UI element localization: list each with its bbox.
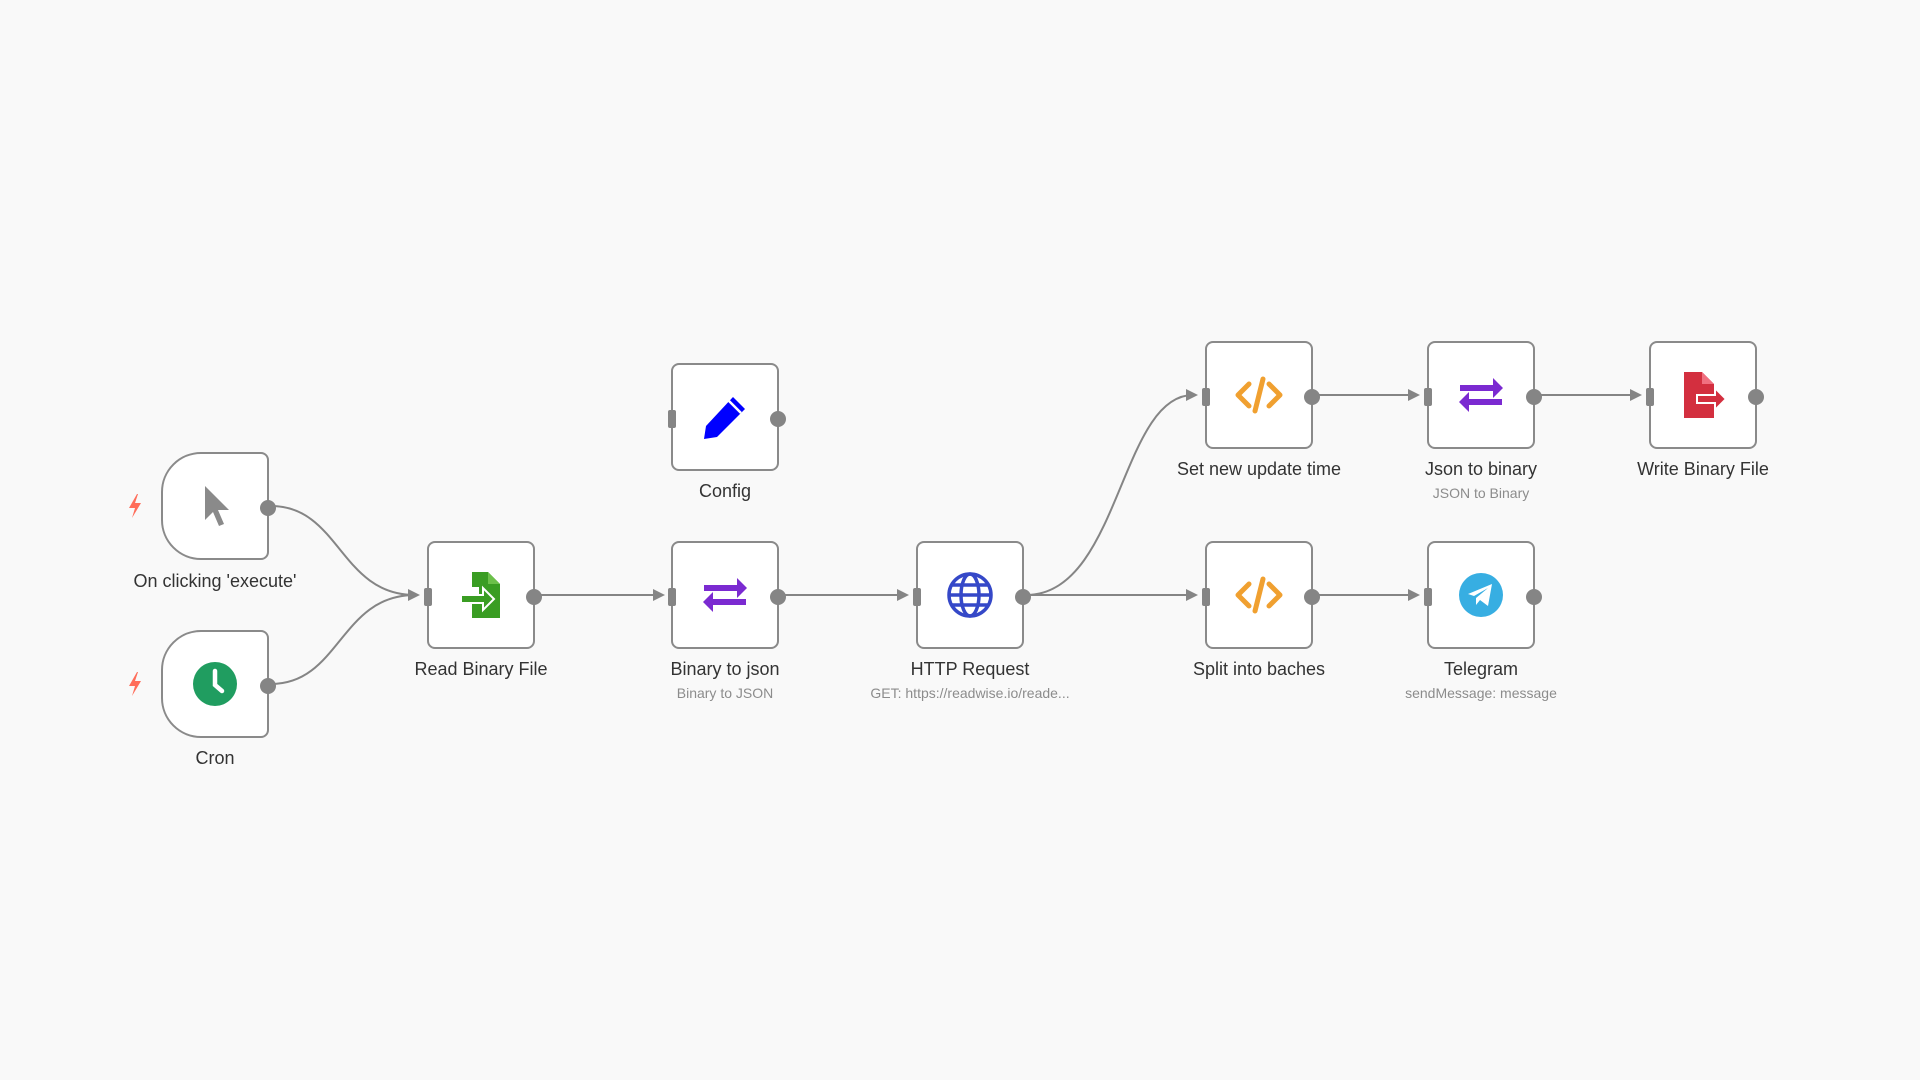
node-manual-trigger[interactable] [161,452,276,560]
trigger-bolt-icon[interactable] [126,493,144,519]
pencil-icon [704,397,745,439]
node-label: Cron [195,748,235,768]
output-handle[interactable] [526,589,542,605]
file-export-icon [1684,372,1728,418]
output-handle[interactable] [1304,589,1320,605]
node-set-new-update-time[interactable] [1202,341,1320,449]
connection-http-to-set-time[interactable] [1025,394,1194,596]
input-handle[interactable] [668,588,676,606]
node-binary-to-json[interactable] [668,541,786,649]
output-handle[interactable] [1526,389,1542,405]
input-handle[interactable] [668,410,676,428]
cursor-icon [205,486,229,526]
arrowhead-json-binary [1408,389,1420,401]
output-handle[interactable] [770,589,786,605]
input-handle[interactable] [1424,388,1432,406]
swap-arrows-icon [703,578,747,612]
node-label: Binary to json [670,659,780,679]
node-split-into-baches[interactable] [1202,541,1320,649]
output-handle[interactable] [1015,589,1031,605]
code-icon [1235,376,1283,414]
output-handle[interactable] [1304,389,1320,405]
node-label: Telegram [1443,659,1519,679]
node-config[interactable] [668,363,786,471]
swap-arrows-icon [1459,378,1503,412]
node-subtitle: Binary to JSON [676,685,774,701]
node-label: On clicking 'execute' [133,571,297,591]
arrowhead-telegram [1408,589,1420,601]
code-icon [1235,576,1283,614]
globe-icon [947,572,993,618]
input-handle[interactable] [1646,388,1654,406]
node-read-binary-file[interactable] [424,541,542,649]
node-label: Write Binary File [1637,459,1769,479]
node-telegram[interactable] [1424,541,1542,649]
node-subtitle: GET: https://readwise.io/reade... [870,685,1070,701]
node-label: HTTP Request [910,659,1030,679]
trigger-bolt-icon[interactable] [126,671,144,697]
input-handle[interactable] [1202,388,1210,406]
arrowhead-write [1630,389,1642,401]
node-subtitle: sendMessage: message [1405,685,1557,701]
node-subtitle: JSON to Binary [1432,485,1530,501]
output-handle[interactable] [770,411,786,427]
input-handle[interactable] [1424,588,1432,606]
node-cron[interactable] [161,630,276,738]
output-handle[interactable] [260,500,276,516]
node-json-to-binary[interactable] [1424,341,1542,449]
node-label: Config [698,481,752,501]
node-label: Split into baches [1192,659,1326,679]
arrowhead-read [408,589,420,601]
input-handle[interactable] [424,588,432,606]
file-import-icon [460,572,500,618]
output-handle[interactable] [1748,389,1764,405]
arrowhead-set-time [1186,389,1198,401]
node-write-binary-file[interactable] [1646,341,1764,449]
node-label: Set new update time [1176,459,1342,479]
node-http-request[interactable] [913,541,1031,649]
node-label: Json to binary [1424,459,1538,479]
telegram-icon [1459,573,1503,617]
input-handle[interactable] [913,588,921,606]
arrowhead-binary-json [653,589,665,601]
clock-icon [193,662,237,706]
arrowhead-split [1186,589,1198,601]
output-handle[interactable] [260,678,276,694]
node-label: Read Binary File [414,659,548,679]
output-handle[interactable] [1526,589,1542,605]
input-handle[interactable] [1202,588,1210,606]
arrowhead-http [897,589,909,601]
